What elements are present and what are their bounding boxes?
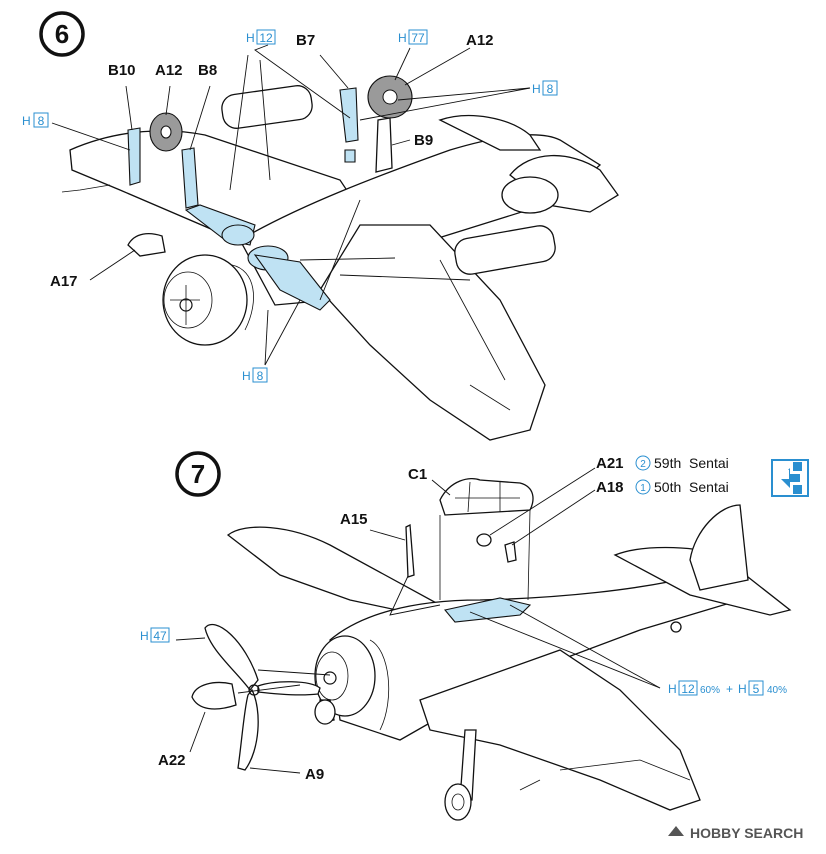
step6-fuselage [239,134,602,306]
step-7: 7 [140,451,809,821]
svg-text:50th Sentai: 50th Sentai [654,479,729,495]
step6-paint-h8-right: H 8 [532,80,558,96]
step7-version-50th: 1 50th Sentai [635,479,729,495]
step7-cowling [314,635,376,717]
svg-text:12: 12 [259,31,273,45]
svg-text:2: 2 [640,459,646,470]
step6-label-a12-right: A12 [466,32,494,49]
step6-paint-h8-bottom: H 8 [242,367,268,383]
step6-tailplane [438,114,542,151]
step6-strut-b7 [339,87,359,143]
step7-label-a9: A9 [305,766,324,783]
svg-text:8: 8 [257,369,264,383]
step6-part-a17 [127,233,166,257]
step-6-number: 6 [55,19,69,49]
svg-text:40%: 40% [767,685,787,696]
step6-fin [509,154,619,213]
step6-flap-panel-left [221,85,313,129]
svg-text:77: 77 [411,31,425,45]
step7-spinner-a22 [191,681,237,710]
svg-text:60%: 60% [700,685,720,696]
svg-text:8: 8 [38,114,45,128]
step7-cockpit-area [443,597,532,623]
svg-text:H: H [532,82,541,96]
step6-paint-h12-top: H 12 [246,29,276,45]
step6-label-a12-left: A12 [155,62,183,79]
step7-part-a18 [504,541,517,563]
svg-text:12: 12 [681,682,695,696]
step-6-badge [39,11,85,57]
svg-text:H: H [22,114,31,128]
step6-right-gear-bay [253,254,331,311]
step6-paint-h77: H 77 [398,29,428,45]
svg-text:5: 5 [753,682,760,696]
step7-canopy-c1 [439,477,534,516]
svg-text:59th Sentai: 59th Sentai [654,455,729,471]
step6-label-b9: B9 [414,132,433,149]
step7-paint-mix: H 12 60% + H 5 40% [668,680,787,696]
step7-fin [689,504,749,591]
hobby-search-logo-icon [668,826,684,836]
step7-propeller-a9 [204,623,259,692]
step7-antenna-a15 [405,523,415,578]
svg-text:+: + [726,682,733,696]
step-7-badge [175,451,221,497]
watermark: HOBBY SEARCH [668,825,803,841]
step7-label-a18: A18 [596,479,624,496]
svg-text:1: 1 [640,483,646,494]
svg-text:8: 8 [547,82,554,96]
choose-one-icon [771,459,809,497]
svg-text:H: H [738,682,747,696]
step7-label-a21: A21 [596,455,624,472]
step7-wheel [444,783,472,821]
step6-label-b8: B8 [198,62,217,79]
svg-text:H: H [140,629,149,643]
step6-rudder [501,176,559,214]
step6-part-b9 [375,117,393,173]
step-6: 6 [22,11,619,441]
step7-label-c1: C1 [408,466,427,483]
step7-label-a22: A22 [158,752,186,769]
svg-text:H: H [668,682,677,696]
step-7-number: 7 [191,459,205,489]
svg-text:H: H [242,369,251,383]
step6-gear-door-b10 [127,127,141,186]
step7-right-gear [459,729,477,801]
step6-label-b7: B7 [296,32,315,49]
step6-cowling [162,254,248,346]
step6-paint-h8-top: H 8 [22,112,49,128]
watermark-text: HOBBY SEARCH [690,825,803,841]
step7-paint-h47: H 47 [140,627,170,643]
svg-text:H: H [398,31,407,45]
step6-flap-panel-right [454,225,556,275]
step6-right-wing [319,224,546,441]
svg-text:H: H [246,31,255,45]
step7-part-a21 [476,533,492,547]
step6-label-a17: A17 [50,273,78,290]
step6-label-b10: B10 [108,62,136,79]
svg-text:47: 47 [153,629,167,643]
step7-version-59th: 2 59th Sentai [635,455,729,471]
step7-label-a15: A15 [340,511,368,528]
